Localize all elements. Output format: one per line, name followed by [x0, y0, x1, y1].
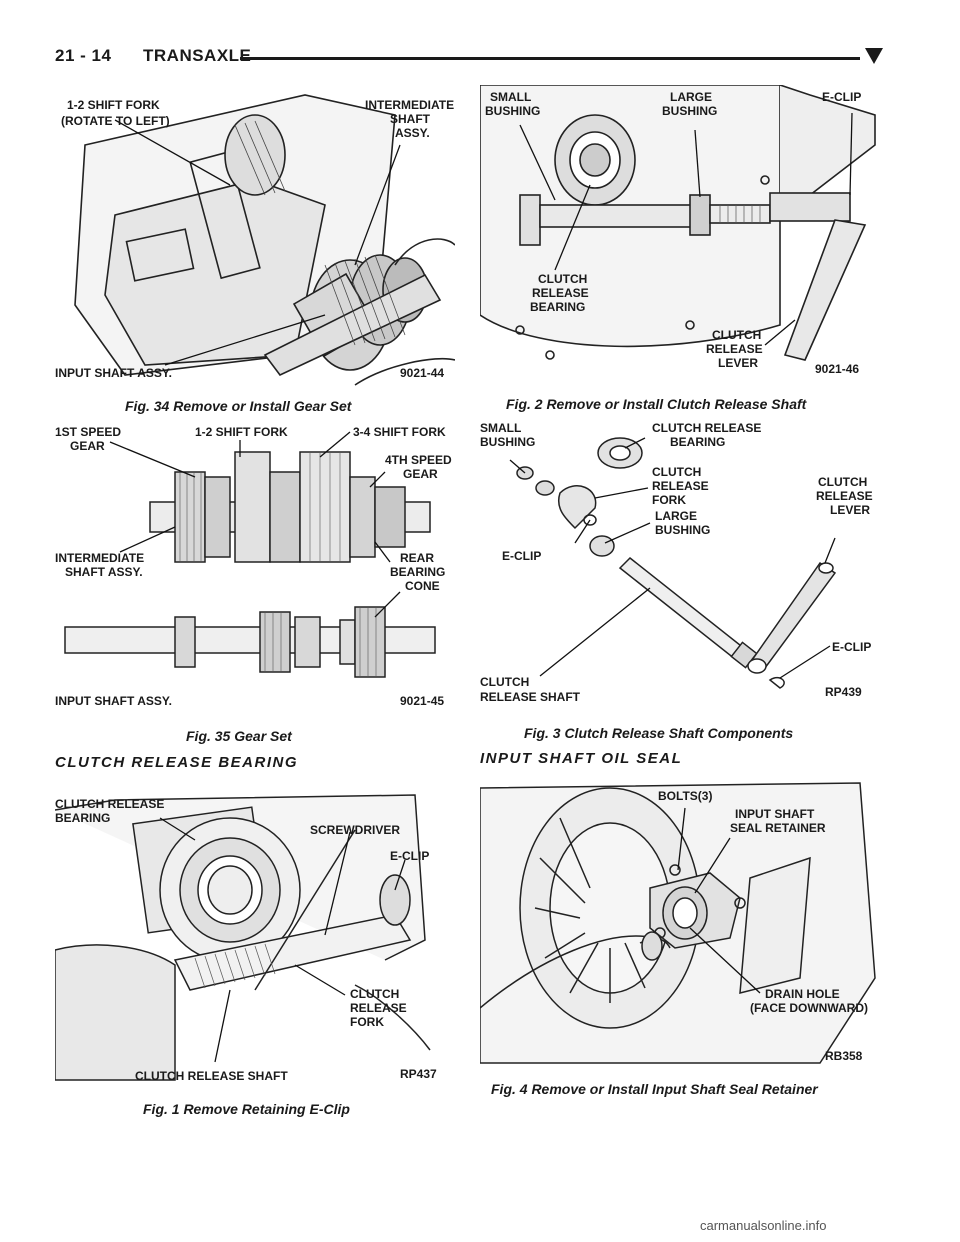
fig2-label-eclip: E-CLIP	[822, 90, 861, 104]
fig1-label-fork-clutch: CLUTCH	[350, 987, 399, 1001]
figure-1-illustration: CLUTCH RELEASE BEARING SCREWDRIVER E-CLI…	[55, 790, 455, 1090]
triangle-icon	[865, 48, 883, 64]
fig35-label-shaft-assy: SHAFT ASSY.	[65, 565, 143, 579]
fig4-label-bolts: BOLTS(3)	[658, 789, 712, 803]
fig3-label-fork-clutch: CLUTCH	[652, 465, 701, 479]
fig4-label-face-downward: (FACE DOWNWARD)	[750, 1001, 868, 1015]
fig2-label-release: RELEASE	[532, 286, 589, 300]
fig2-label-large-bushing: BUSHING	[662, 104, 717, 118]
watermark: carmanualsonline.info	[700, 1218, 827, 1233]
fig35-label-fork12: 1-2 SHIFT FORK	[195, 425, 288, 439]
fig3-label-eclip-left: E-CLIP	[502, 549, 541, 563]
fig3-label-large: LARGE	[655, 509, 697, 523]
fig4-code: RB358	[825, 1049, 863, 1063]
fig3-label-eclip-right: E-CLIP	[832, 640, 871, 654]
fig3-label-shaft-clutch: CLUTCH	[480, 675, 529, 689]
fig1-label-shaft: CLUTCH RELEASE SHAFT	[135, 1069, 288, 1083]
fig34-label-shift-fork: 1-2 SHIFT FORK	[67, 98, 160, 112]
fig3-label-lever-release: RELEASE	[816, 489, 873, 503]
fig3-label-lever-clutch: CLUTCH	[818, 475, 867, 489]
fig2-label-bearing: BEARING	[530, 300, 585, 314]
fig3-code: RP439	[825, 685, 862, 699]
fig2-label-small-bushing: BUSHING	[485, 104, 540, 118]
fig1-label-fork-release: RELEASE	[350, 1001, 407, 1015]
fig4-label-drain-hole: DRAIN HOLE	[765, 987, 840, 1001]
fig3-label-lever: LEVER	[830, 503, 870, 517]
fig3-caption: Fig. 3 Clutch Release Shaft Components	[524, 725, 794, 741]
fig3-label-small-bushing: BUSHING	[480, 435, 535, 449]
fig3-label-fork-release: RELEASE	[652, 479, 709, 493]
fig35-label-input-shaft: INPUT SHAFT ASSY.	[55, 694, 172, 708]
fig1-label-fork: FORK	[350, 1015, 384, 1029]
fig34-caption: Fig. 34 Remove or Install Gear Set	[125, 398, 352, 414]
fig1-label-screwdriver: SCREWDRIVER	[310, 823, 400, 837]
fig4-label-input-shaft: INPUT SHAFT	[735, 807, 815, 821]
fig35-label-intermediate: INTERMEDIATE	[55, 551, 144, 565]
fig2-label-lever-release: RELEASE	[706, 342, 763, 356]
fig35-label-1st-gear: GEAR	[70, 439, 105, 453]
fig1-code: RP437	[400, 1067, 437, 1081]
fig3-label-small: SMALL	[480, 421, 521, 435]
fig35-label-1st-speed: 1ST SPEED	[55, 425, 121, 439]
fig34-label-shaft: SHAFT	[390, 112, 431, 126]
fig3-label-clutch-release: CLUTCH RELEASE	[652, 421, 761, 435]
fig2-label-clutch: CLUTCH	[538, 272, 587, 286]
fig1-label-eclip: E-CLIP	[390, 849, 429, 863]
fig3-label-large-bushing: BUSHING	[655, 523, 710, 537]
fig35-label-cone: CONE	[405, 579, 440, 593]
fig4-caption: Fig. 4 Remove or Install Input Shaft Sea…	[491, 1081, 818, 1097]
fig3-label-release-shaft: RELEASE SHAFT	[480, 690, 581, 704]
figure-4-illustration: BOLTS(3) INPUT SHAFT SEAL RETAINER DRAIN…	[480, 778, 880, 1070]
fig34-label-assy: ASSY.	[395, 126, 430, 140]
fig3-label-bearing: BEARING	[670, 435, 725, 449]
fig35-label-4th-gear: GEAR	[403, 467, 438, 481]
heading-input-shaft-oil-seal: INPUT SHAFT OIL SEAL	[480, 750, 683, 767]
fig34-label-intermediate: INTERMEDIATE	[365, 98, 454, 112]
figure-35-illustration: 1ST SPEED GEAR 1-2 SHIFT FORK 3-4 SHIFT …	[55, 422, 455, 717]
fig35-label-bearing: BEARING	[390, 565, 445, 579]
fig35-label-rear: REAR	[400, 551, 434, 565]
fig1-label-clutch-release: CLUTCH RELEASE	[55, 797, 164, 811]
figure-34-illustration: 1-2 SHIFT FORK (ROTATE TO LEFT) INTERMED…	[55, 85, 455, 390]
figure-2-illustration: SMALL BUSHING LARGE BUSHING E-CLIP CLUTC…	[480, 85, 880, 385]
fig35-code: 9021-45	[400, 694, 444, 708]
fig2-caption: Fig. 2 Remove or Install Clutch Release …	[506, 396, 807, 412]
fig2-label-large: LARGE	[670, 90, 712, 104]
fig2-label-small: SMALL	[490, 90, 531, 104]
figure-3-illustration: SMALL BUSHING CLUTCH RELEASE BEARING CLU…	[480, 418, 880, 713]
fig35-label-4th-speed: 4TH SPEED	[385, 453, 452, 467]
fig1-caption: Fig. 1 Remove Retaining E-Clip	[143, 1101, 350, 1117]
fig4-label-seal-retainer: SEAL RETAINER	[730, 821, 826, 835]
fig34-label-rotate: (ROTATE TO LEFT)	[61, 114, 170, 128]
fig34-code: 9021-44	[400, 366, 444, 380]
heading-clutch-release-bearing: CLUTCH RELEASE BEARING	[55, 754, 299, 771]
header-rule	[240, 57, 860, 60]
fig2-code: 9021-46	[815, 362, 859, 376]
page-header: 21 - 14 TRANSAXLE	[55, 46, 885, 76]
fig34-label-input-shaft: INPUT SHAFT ASSY.	[55, 366, 172, 380]
fig2-label-lever-clutch: CLUTCH	[712, 328, 761, 342]
section-title: TRANSAXLE	[143, 46, 252, 65]
fig3-label-fork: FORK	[652, 493, 686, 507]
fig35-caption: Fig. 35 Gear Set	[186, 728, 292, 744]
page-number: 21 - 14	[55, 46, 112, 65]
fig2-label-lever: LEVER	[718, 356, 758, 370]
fig1-label-bearing: BEARING	[55, 811, 110, 825]
fig35-label-fork34: 3-4 SHIFT FORK	[353, 425, 446, 439]
